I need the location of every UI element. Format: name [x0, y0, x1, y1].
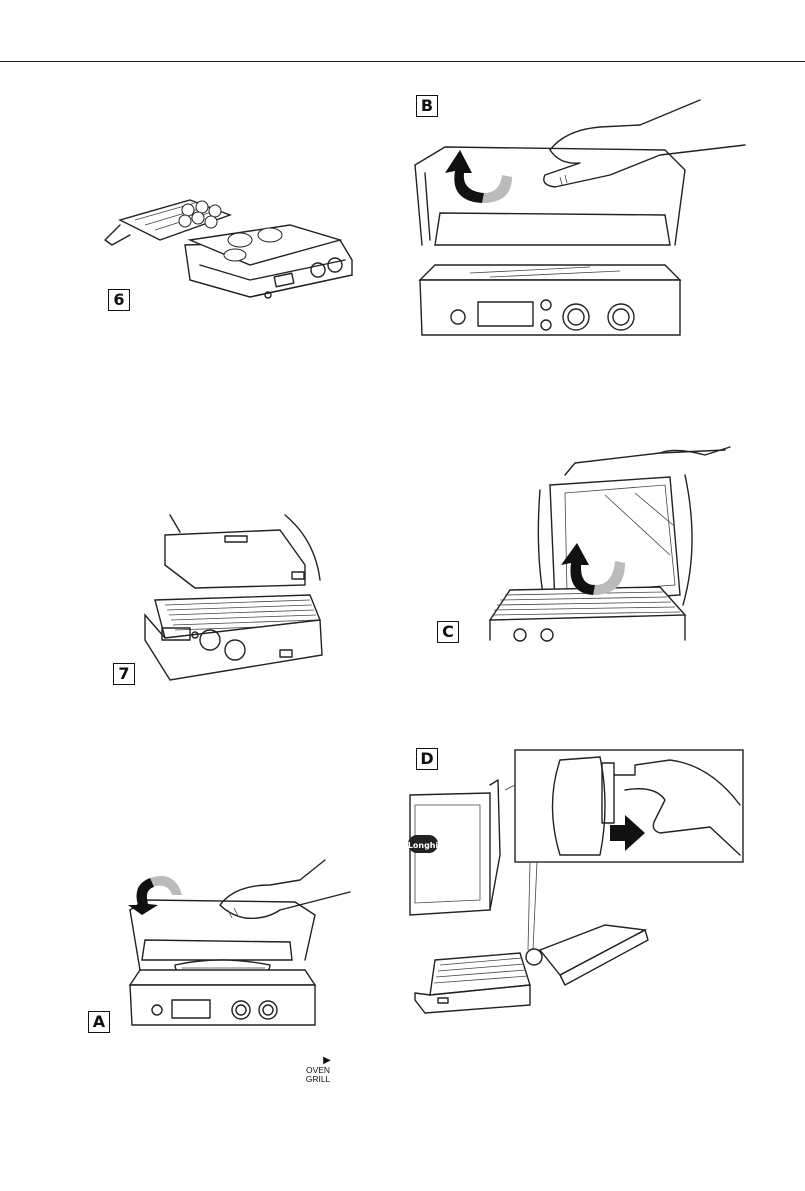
figure-c-grill-lid-raised — [485, 445, 745, 640]
figure-label-a: A — [88, 1011, 110, 1033]
oven-grill-legend: ▶ OVEN GRILL — [298, 1055, 338, 1084]
grill-lid-raised-arrow-icon — [485, 445, 745, 640]
figure-a-grill-closing — [120, 860, 360, 1030]
figure-7-grill-top-plate — [140, 510, 325, 685]
figure-6-grill-open-flat — [90, 185, 360, 315]
figure-label-7: 7 — [113, 663, 135, 685]
logo-text: Longhi — [408, 841, 439, 850]
grill-open-flat-with-food-icon — [90, 185, 360, 315]
top-rule — [0, 61, 805, 62]
grill-closing-lid-with-hand-icon — [120, 860, 360, 1030]
figure-label-6: 6 — [108, 289, 130, 311]
oven-grill-hinge-release-icon: Longhi — [410, 745, 750, 1020]
figure-d-hinge-release: Longhi — [410, 745, 750, 1020]
legend-grill-text: GRILL — [298, 1075, 338, 1084]
figure-label-c: C — [437, 621, 459, 643]
figure-b-grill-opening — [400, 95, 760, 350]
grill-opening-lid-with-hand-icon — [400, 95, 760, 350]
grill-lifting-top-plate-icon — [140, 510, 325, 685]
